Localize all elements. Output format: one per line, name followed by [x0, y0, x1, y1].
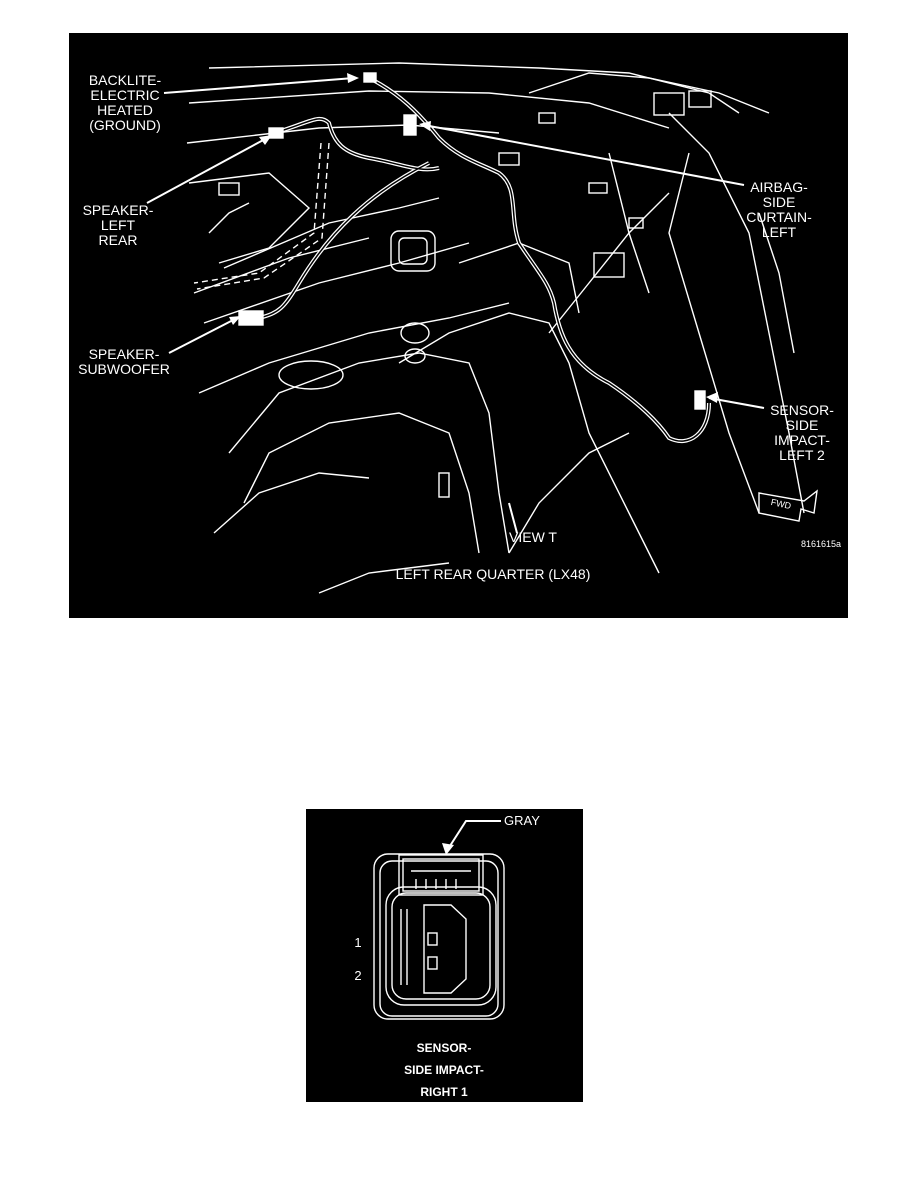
- callout-speaker-subwoofer: SPEAKER- SUBWOOFER: [78, 346, 170, 377]
- connector-diagram-sensor-side-impact-right-1: GRAY 1 2 SENSOR- SIDE IMPACT- RIGHT 1: [306, 809, 583, 1102]
- callout-airbag-side-curtain-left: AIRBAG- SIDE CURTAIN- LEFT: [746, 179, 812, 240]
- fwd-arrow-icon: [758, 489, 818, 522]
- connector-face-linework: [373, 820, 505, 1020]
- airbag-connector: [403, 114, 417, 136]
- speaker-left-rear-connector: [268, 127, 284, 139]
- pin-label-2: 2: [354, 968, 362, 983]
- figure-number: 8161615a: [801, 539, 842, 549]
- callout-sensor-side-impact-left-2: SENSOR- SIDE IMPACT- LEFT 2: [770, 402, 834, 463]
- backlite-ground-connector: [363, 72, 377, 83]
- vehicle-body-linework: [146, 62, 818, 594]
- sensor-left-2-connector: [694, 390, 706, 410]
- color-callout-gray: GRAY: [504, 813, 540, 828]
- leader-lines: [146, 77, 765, 534]
- wiring-harness-inner: [258, 77, 710, 442]
- callout-backlite-ground: BACKLITE- ELECTRIC HEATED (GROUND): [88, 72, 162, 133]
- gray-leader: [447, 820, 501, 850]
- leader-arrowheads: [229, 73, 718, 403]
- callout-speaker-left-rear: SPEAKER- LEFT REAR: [82, 202, 154, 248]
- wiring-diagram-left-rear-quarter: BACKLITE- ELECTRIC HEATED (GROUND) SPEAK…: [69, 33, 848, 618]
- connector-caption: SENSOR- SIDE IMPACT- RIGHT 1: [404, 1041, 484, 1099]
- body-structure-lines: [186, 62, 805, 594]
- connectors: [238, 72, 706, 410]
- figure-caption: LEFT REAR QUARTER (LX48): [395, 566, 591, 582]
- connector-cavities: [400, 904, 467, 994]
- subwoofer-connector: [238, 310, 264, 326]
- pin-label-1: 1: [354, 935, 362, 950]
- hidden-lines: [193, 142, 330, 290]
- view-label: VIEW T: [509, 529, 557, 545]
- connector-housing: [373, 853, 505, 1020]
- gray-arrowhead: [442, 843, 454, 855]
- body-details: [218, 90, 712, 498]
